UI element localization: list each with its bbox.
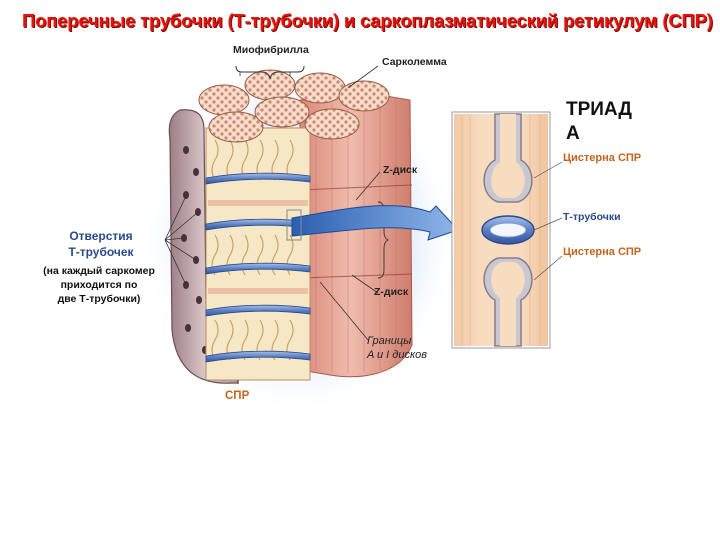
myofibril-tops [198, 69, 390, 143]
sarcolemma-label: Сарколемма [382, 56, 447, 68]
spr-label: СПР [225, 390, 250, 402]
t-tubules-label: Т-трубочки [563, 211, 621, 223]
borders-line-1: Границы [367, 335, 412, 347]
leader-lines [164, 65, 381, 384]
zoom-arrow [291, 205, 459, 241]
myofibril-label: Миофибрилла [233, 44, 309, 56]
holes-line-1: Отверстия [69, 229, 133, 243]
triad-line-2: А [566, 123, 580, 144]
myofibril-bundle-back [299, 94, 413, 378]
note-line-1: (на каждый саркомер [43, 265, 155, 277]
note-line-3: две Т-трубочки) [57, 293, 141, 305]
t-tubule-openings-label: Отверстия Т-трубочек [46, 228, 156, 260]
borders-line-2: A и I дисков [367, 349, 428, 361]
a-i-borders-label: Границы A и I дисков [367, 334, 427, 362]
sarcomere-note: (на каждый саркомер приходится по две Т-… [24, 264, 174, 306]
page-title: Поперечные трубочки (Т-трубочки) и сарко… [22, 10, 713, 31]
zoom-region-box [286, 209, 302, 241]
note-line-2: приходится по [60, 279, 138, 291]
cistern-bottom-label: Цистерна СПР [563, 246, 642, 258]
z-disc-label-top: Z-диск [383, 164, 418, 176]
triad-heading: ТРИАД А [566, 98, 632, 146]
triad-line-1: ТРИАД [566, 99, 632, 120]
myofibril-brace [235, 65, 305, 80]
sarcolemma-wall [168, 109, 239, 384]
cistern-top-label: Цистерна СПР [563, 152, 642, 164]
myofibril-striations [315, 98, 397, 374]
t-tubule-bands [205, 172, 311, 363]
sarcoplasmic-reticulum-column [205, 127, 311, 381]
z-disc-label-bottom: Z-диск [374, 286, 409, 298]
holes-line-2: Т-трубочек [68, 245, 134, 259]
